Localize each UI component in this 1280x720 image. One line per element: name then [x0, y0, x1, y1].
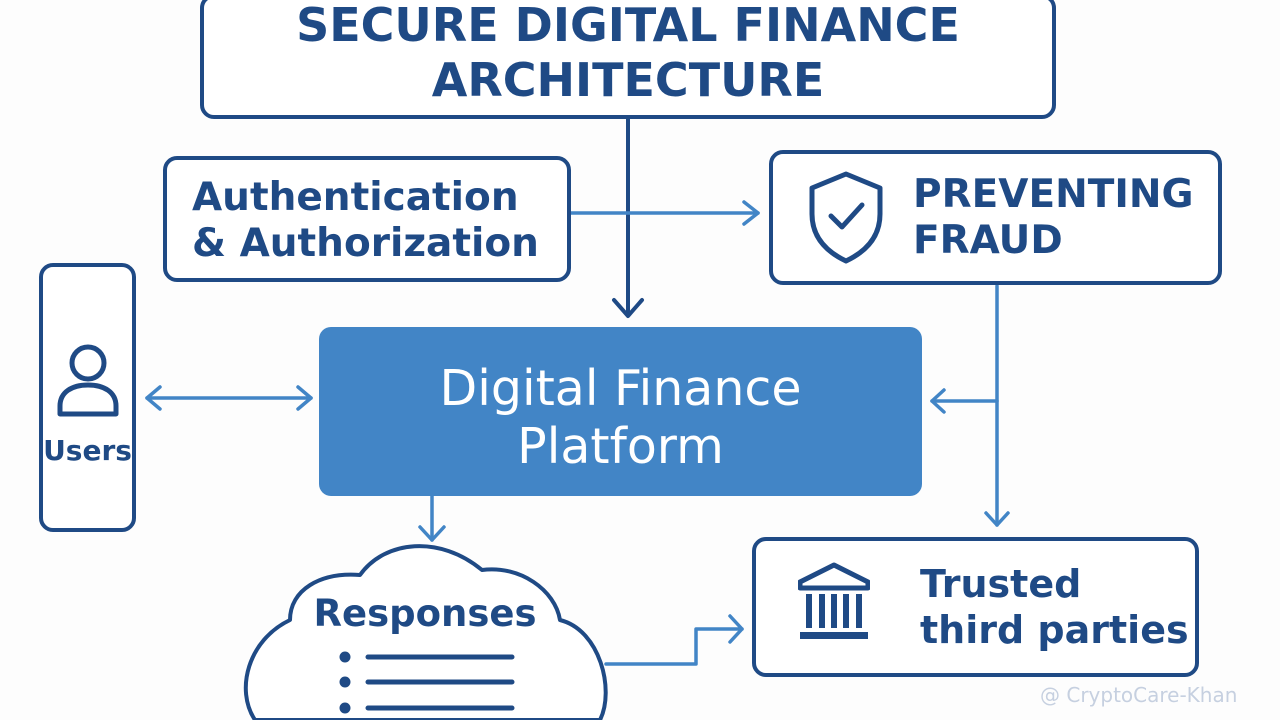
auth-line1: Authentication [192, 175, 519, 220]
title-line1: SECURE DIGITAL FINANCE [296, 0, 960, 52]
platform-to-responses-arrow [418, 494, 446, 542]
users-label: Users [43, 434, 132, 467]
fraud-line1: PREVENTING [913, 172, 1194, 217]
trusted-line2: third parties [920, 608, 1189, 652]
fraud-line2: FRAUD [913, 218, 1063, 263]
responses-cloud [243, 544, 608, 720]
auth-box [163, 156, 571, 282]
platform-line2: Platform [517, 418, 724, 475]
auth-to-fraud-arrow [568, 200, 760, 226]
users-box [39, 263, 136, 532]
bank-icon [798, 562, 870, 639]
responses-label: Responses [313, 592, 537, 635]
title-to-platform-arrow [612, 116, 644, 318]
list-icon [339, 651, 515, 714]
responses-to-trusted-arrow [604, 614, 744, 666]
trusted-line1: Trusted [920, 562, 1082, 606]
shield-check-icon [809, 171, 883, 264]
platform-line1: Digital Finance [439, 360, 802, 417]
trusted-box [752, 537, 1199, 677]
fraud-to-platform-arrow [930, 388, 999, 414]
title-line2: ARCHITECTURE [431, 53, 825, 107]
title-box [200, 0, 1056, 119]
auth-line2: & Authorization [192, 221, 539, 266]
users-platform-arrow [145, 385, 313, 411]
fraud-to-trusted-arrow [984, 284, 1010, 527]
platform-box [319, 327, 922, 496]
watermark: @ CryptoCare-Khan [1040, 683, 1238, 707]
user-icon [57, 344, 119, 417]
